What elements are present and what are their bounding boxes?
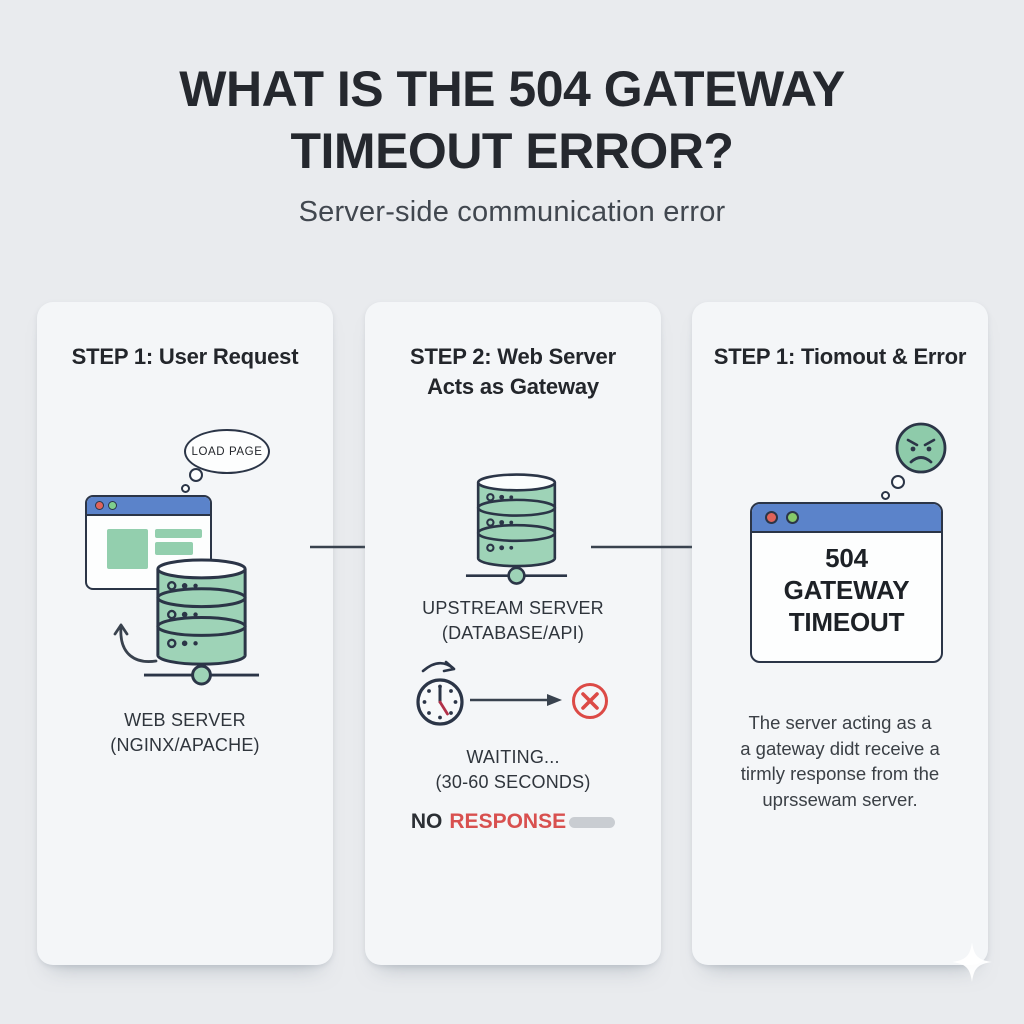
upstream-server-label-line2: (DATABASE/API) bbox=[441, 623, 585, 643]
thought-bubble: LOAD PAGE bbox=[184, 429, 270, 474]
error-description-line2: a gateway didt receive a bbox=[740, 737, 940, 759]
step2-title-line1: STEP 2: Web Server bbox=[410, 344, 616, 369]
panel-step3-timeout-error: STEP 1: Tiomout & Error 504 GATEWAY TIME… bbox=[692, 302, 988, 965]
web-server-label: WEB SERVER (NGINX/APACHE) bbox=[37, 708, 333, 758]
page-title-line2: TIMEOUT ERROR? bbox=[290, 123, 734, 179]
upstream-server-label-line1: UPSTREAM SERVER bbox=[422, 598, 604, 618]
error-x-icon bbox=[570, 681, 610, 721]
error-description: The server acting as a a gateway didt re… bbox=[692, 710, 988, 812]
thought-trail-circle bbox=[881, 491, 890, 500]
window-dot-red-icon bbox=[765, 511, 778, 524]
step2-title: STEP 2: Web Server Acts as Gateway bbox=[365, 342, 661, 402]
page-title-line1: WHAT IS THE 504 GATEWAY bbox=[179, 61, 845, 117]
error-word-gateway: GATEWAY bbox=[783, 575, 910, 605]
browser-titlebar bbox=[87, 497, 210, 516]
error-message: 504 GATEWAY TIMEOUT bbox=[752, 542, 941, 638]
waiting-label-line2: (30-60 SECONDS) bbox=[435, 772, 591, 792]
error-description-line1: The server acting as a bbox=[748, 712, 932, 733]
browser-window-icon: 504 GATEWAY TIMEOUT bbox=[750, 502, 943, 663]
faded-bar bbox=[569, 817, 616, 828]
window-dot-green-icon bbox=[786, 511, 799, 524]
waiting-label-line1: WAITING... bbox=[466, 747, 560, 767]
error-code: 504 bbox=[825, 543, 868, 573]
right-arrow-icon bbox=[470, 693, 562, 707]
response-word: RESPONSE bbox=[449, 810, 567, 833]
error-word-timeout: TIMEOUT bbox=[788, 607, 905, 637]
page-content-bar bbox=[155, 542, 193, 555]
error-description-line3: tirmly response from the bbox=[740, 763, 940, 784]
no-response-row: NO RESPONSE bbox=[365, 810, 661, 834]
thought-bubble-label: LOAD PAGE bbox=[191, 445, 263, 458]
no-word: NO bbox=[410, 810, 443, 833]
page-content-bar bbox=[155, 529, 202, 538]
waiting-label: WAITING... (30-60 SECONDS) bbox=[365, 745, 661, 795]
web-server-label-line1: WEB SERVER bbox=[124, 710, 246, 730]
thought-trail-circle bbox=[891, 475, 905, 489]
database-stack-icon bbox=[142, 557, 261, 688]
database-stack-icon bbox=[464, 472, 569, 587]
error-description-line4: uprssewam server. bbox=[762, 788, 918, 810]
sparkle-icon bbox=[950, 940, 994, 984]
angry-face-icon bbox=[893, 421, 949, 477]
panel-step2-gateway: STEP 2: Web Server Acts as Gateway bbox=[365, 302, 661, 965]
thought-trail-circle bbox=[189, 468, 203, 482]
upstream-server-label: UPSTREAM SERVER (DATABASE/API) bbox=[365, 596, 661, 646]
header: WHAT IS THE 504 GATEWAY TIMEOUT ERROR? S… bbox=[0, 58, 1024, 229]
step3-title: STEP 1: Tiomout & Error bbox=[713, 344, 967, 369]
web-server-label-line2: (NGINX/APACHE) bbox=[110, 735, 260, 755]
window-dot-red-icon bbox=[95, 501, 104, 510]
panel-step1-user-request: STEP 1: User Request LOAD PAGE bbox=[37, 302, 333, 965]
window-dot-green-icon bbox=[108, 501, 117, 510]
step2-title-line2: Acts as Gateway bbox=[427, 374, 599, 399]
step1-title: STEP 1: User Request bbox=[71, 344, 299, 369]
thought-trail-circle bbox=[181, 484, 190, 493]
page-subtitle: Server-side communication error bbox=[298, 196, 726, 228]
browser-titlebar bbox=[752, 504, 941, 533]
curved-up-arrow-icon bbox=[108, 617, 160, 665]
clock-icon bbox=[408, 658, 472, 728]
page-content-block bbox=[107, 529, 148, 569]
